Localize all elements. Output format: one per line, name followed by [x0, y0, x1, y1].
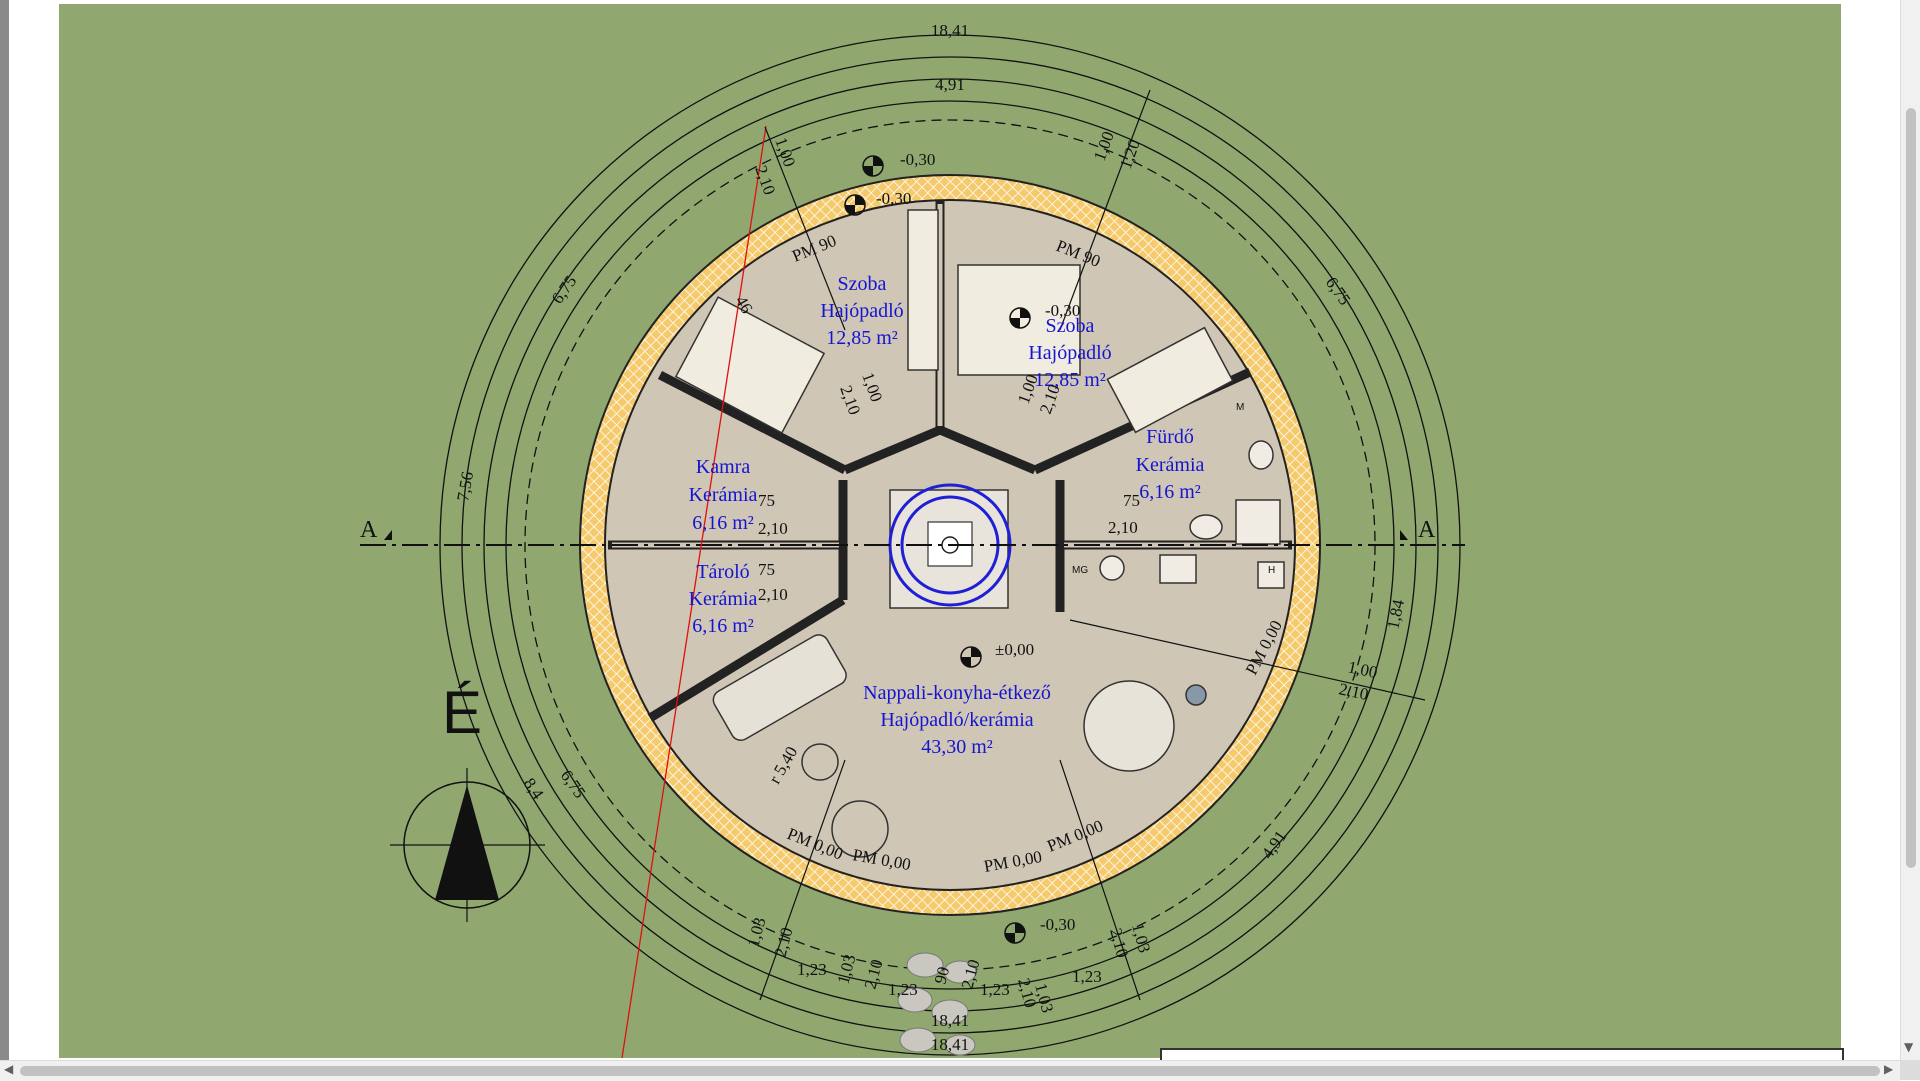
- level-markers: [844, 155, 1031, 944]
- fixture-m: M: [1236, 402, 1244, 413]
- fixture-mg: MG: [1072, 565, 1088, 576]
- floor-plan-svg: É A A Szoba Hajópadló 12,85 m² Szoba Haj…: [59, 4, 1841, 1058]
- document-viewport: É A A Szoba Hajópadló 12,85 m² Szoba Haj…: [0, 0, 1844, 1062]
- scrollbar-corner: [1900, 1060, 1920, 1080]
- dim-bottom-a: 18,41: [931, 1011, 969, 1030]
- section-label-left: A: [360, 517, 378, 543]
- window-left-border: [0, 0, 9, 1060]
- room-kamra-name: Kamra: [696, 456, 751, 478]
- section-arrow-right: [1400, 530, 1408, 540]
- room-szoba1-floor: Hajópadló: [820, 300, 903, 322]
- dim-tarolo-door-b: 2,10: [758, 585, 788, 604]
- dim-overall-top: 18,41: [931, 21, 969, 40]
- vertical-scrollbar[interactable]: ▼: [1900, 0, 1920, 1060]
- room-kamra-floor: Kerámia: [689, 484, 758, 506]
- room-furdo-name: Fürdő: [1146, 426, 1194, 448]
- radial-dimension-lines: [759, 89, 1426, 1001]
- room-tarolo-name: Tároló: [696, 561, 749, 583]
- level-living: ±0,00: [995, 640, 1034, 659]
- level-top-entry: -0,30: [876, 189, 911, 208]
- room-szoba2-area: 12,85 m²: [1034, 369, 1106, 391]
- title-block-frame: [1160, 1048, 1844, 1062]
- fixture-h: H: [1268, 565, 1275, 576]
- room-nappali-name: Nappali-konyha-étkező: [863, 682, 1051, 704]
- dim-bottom-seq-2: 1,23: [797, 960, 827, 979]
- room-nappali-area: 43,30 m²: [921, 736, 993, 758]
- dim-kamra-door-b: 2,10: [758, 519, 788, 538]
- dim-bottom-b: 18,41: [931, 1035, 969, 1054]
- stepping-stones: [897, 952, 977, 1056]
- room-szoba1-area: 12,85 m²: [826, 327, 898, 349]
- horizontal-scrollbar-thumb[interactable]: [20, 1066, 1880, 1076]
- room-kamra-area: 6,16 m²: [692, 512, 754, 534]
- dim-furdo-door-b: 2,10: [1108, 518, 1138, 537]
- floor-plan-drawing: É A A Szoba Hajópadló 12,85 m² Szoba Haj…: [59, 4, 1841, 1058]
- section-label-right: A: [1418, 517, 1436, 543]
- reference-line: [621, 125, 767, 1058]
- north-arrow: [390, 768, 545, 922]
- dim-left-vertical: 7,56: [453, 470, 477, 503]
- room-szoba1-name: Szoba: [838, 273, 887, 295]
- living-furniture: [712, 440, 1285, 858]
- dim-bottom-seq-5: 1,23: [888, 980, 918, 999]
- scroll-left-arrow-icon[interactable]: ◀: [4, 1062, 14, 1076]
- level-top-outside: -0,30: [900, 150, 935, 169]
- dim-kamra-door-a: 75: [758, 491, 775, 510]
- room-szoba2-name: Szoba: [1046, 315, 1095, 337]
- room-tarolo-floor: Kerámia: [689, 588, 758, 610]
- vertical-scrollbar-thumb[interactable]: [1906, 108, 1916, 868]
- dim-bottom-seq-8: 1,23: [980, 980, 1010, 999]
- room-furdo-floor: Kerámia: [1136, 454, 1205, 476]
- room-szoba2-floor: Hajópadló: [1028, 342, 1111, 364]
- horizontal-scrollbar[interactable]: ◀ ▶: [0, 1060, 1900, 1081]
- room-tarolo-area: 6,16 m²: [692, 615, 754, 637]
- dim-tarolo-door-a: 75: [758, 560, 775, 579]
- dim-outer-top: 4,91: [935, 75, 965, 94]
- scroll-right-arrow-icon[interactable]: ▶: [1884, 1062, 1894, 1076]
- room-nappali-floor: Hajópadló/kerámia: [880, 709, 1033, 731]
- dim-furdo-door-a: 75: [1123, 491, 1140, 510]
- section-arrow-left: [384, 530, 392, 540]
- bedroom-furniture: [674, 209, 1234, 434]
- dim-bottom-seq-11: 1,23: [1072, 967, 1102, 986]
- level-bottom-outside: -0,30: [1040, 915, 1075, 934]
- level-bedroom2: -0,30: [1045, 301, 1080, 320]
- north-label: É: [442, 679, 482, 746]
- room-furdo-area: 6,16 m²: [1139, 481, 1201, 503]
- scroll-down-arrow-icon[interactable]: ▼: [1904, 1040, 1914, 1054]
- dim-bottom-seq-6: 90: [931, 965, 954, 986]
- central-stove: [888, 483, 1012, 609]
